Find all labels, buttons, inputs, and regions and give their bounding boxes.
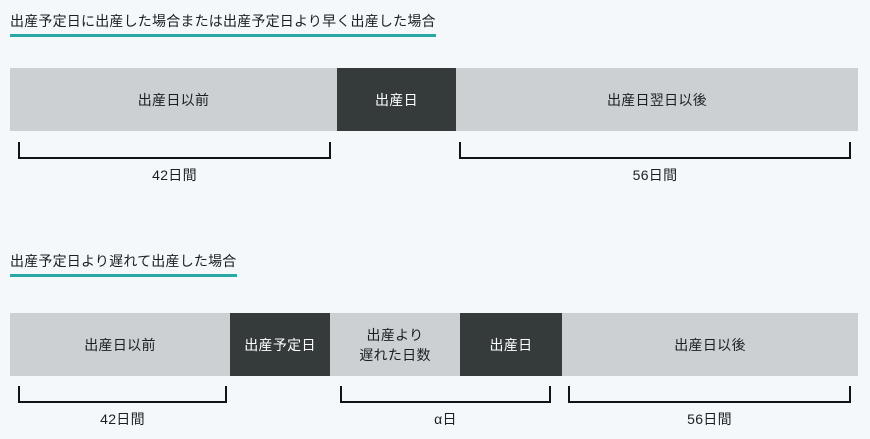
section-2-segment-before-birth: 出産日以前 [10,313,230,376]
section-1-bracket-42days [18,142,331,159]
section-1-bracket-label-42days: 42日間 [152,167,197,183]
section-2-segment-after-birth: 出産日以後 [562,313,858,376]
section-1-segment-before-birth: 出産日以前 [10,68,337,131]
section-2-segment-due-date: 出産予定日 [230,313,330,376]
section-2-segment-delayed-days-line2: 遅れた日数 [359,346,431,363]
section-2-bracket-label-56days: 56日間 [687,411,732,427]
section-2-bracket-label-42days: 42日間 [100,411,145,427]
section-2-bracket-42days [18,386,227,403]
section-1-timeline-bar: 出産日以前 出産日 出産日翌日以後 [10,68,858,131]
section-2-timeline-bar: 出産日以前 出産予定日 出産より 遅れた日数 出産日 出産日以後 [10,313,858,376]
section-1-bracket-label-56days: 56日間 [632,167,678,183]
section-2-bracket-56days [568,386,851,403]
section-2-segment-delayed-days-line1: 出産より [366,326,424,343]
section-1-segment-after-birth: 出産日翌日以後 [456,68,858,131]
section-2-segment-birth-day: 出産日 [460,313,562,376]
section-1-bracket-56days [459,142,851,159]
section-1-segment-birth-day: 出産日 [337,68,456,131]
section-2-heading: 出産予定日より遅れて出産した場合 [10,252,237,277]
section-2-segment-delayed-days: 出産より 遅れた日数 [330,313,460,376]
section-2-bracket-label-alpha-days: α日 [434,411,457,427]
section-1-heading: 出産予定日に出産した場合または出産予定日より早く出産した場合 [10,12,436,37]
section-2-bracket-alpha-days [340,386,551,403]
